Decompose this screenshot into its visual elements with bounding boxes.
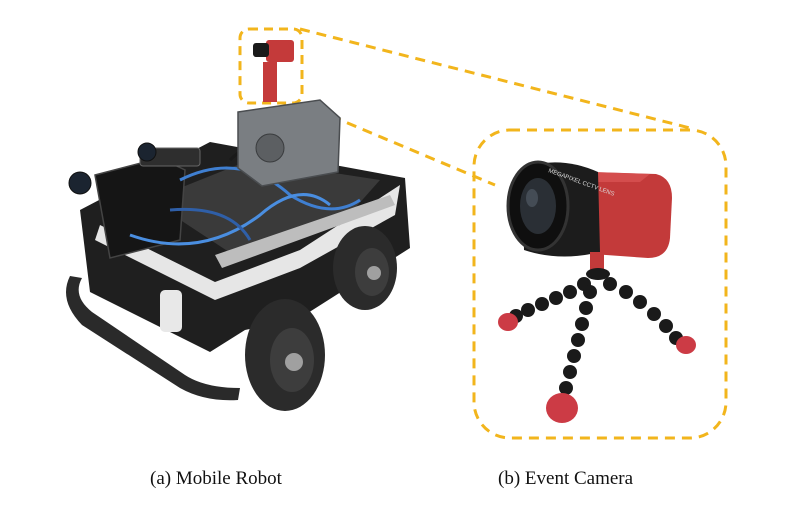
robot-computer-box [237, 99, 341, 187]
event-camera: MEGAPIXEL CCTV LENS [498, 160, 696, 423]
robot-fan [255, 133, 285, 163]
camera-body [592, 172, 672, 258]
camera-zoom-box [472, 128, 728, 440]
tripod-mount [590, 252, 604, 272]
robot-wheel-front-left [245, 299, 325, 411]
caption-mobile-robot: (a) Mobile Robot [150, 468, 282, 489]
robot-camera-lens [253, 43, 269, 57]
tripod-legs [509, 277, 683, 395]
robot-door-panel [160, 290, 182, 332]
callout-lines [299, 27, 691, 187]
robot-side-panel [95, 185, 400, 300]
robot-wheel-front-right [333, 226, 397, 310]
robot-gps-left [68, 171, 92, 195]
robot-rail [215, 195, 395, 268]
mobile-robot [66, 40, 410, 411]
tripod-foot-bottom [546, 393, 578, 423]
tripod-foot-right [676, 336, 696, 354]
robot-bumper [66, 276, 240, 401]
tripod-feet [498, 313, 696, 423]
robot-top-deck [150, 160, 380, 256]
tripod-foot-left [498, 313, 518, 331]
camera-highlight-box [238, 27, 304, 105]
robot-camera-body [266, 40, 294, 62]
caption-event-camera: (b) Event Camera [498, 468, 634, 489]
robot-gps-right [137, 142, 157, 162]
robot-camera-mast [263, 62, 277, 102]
